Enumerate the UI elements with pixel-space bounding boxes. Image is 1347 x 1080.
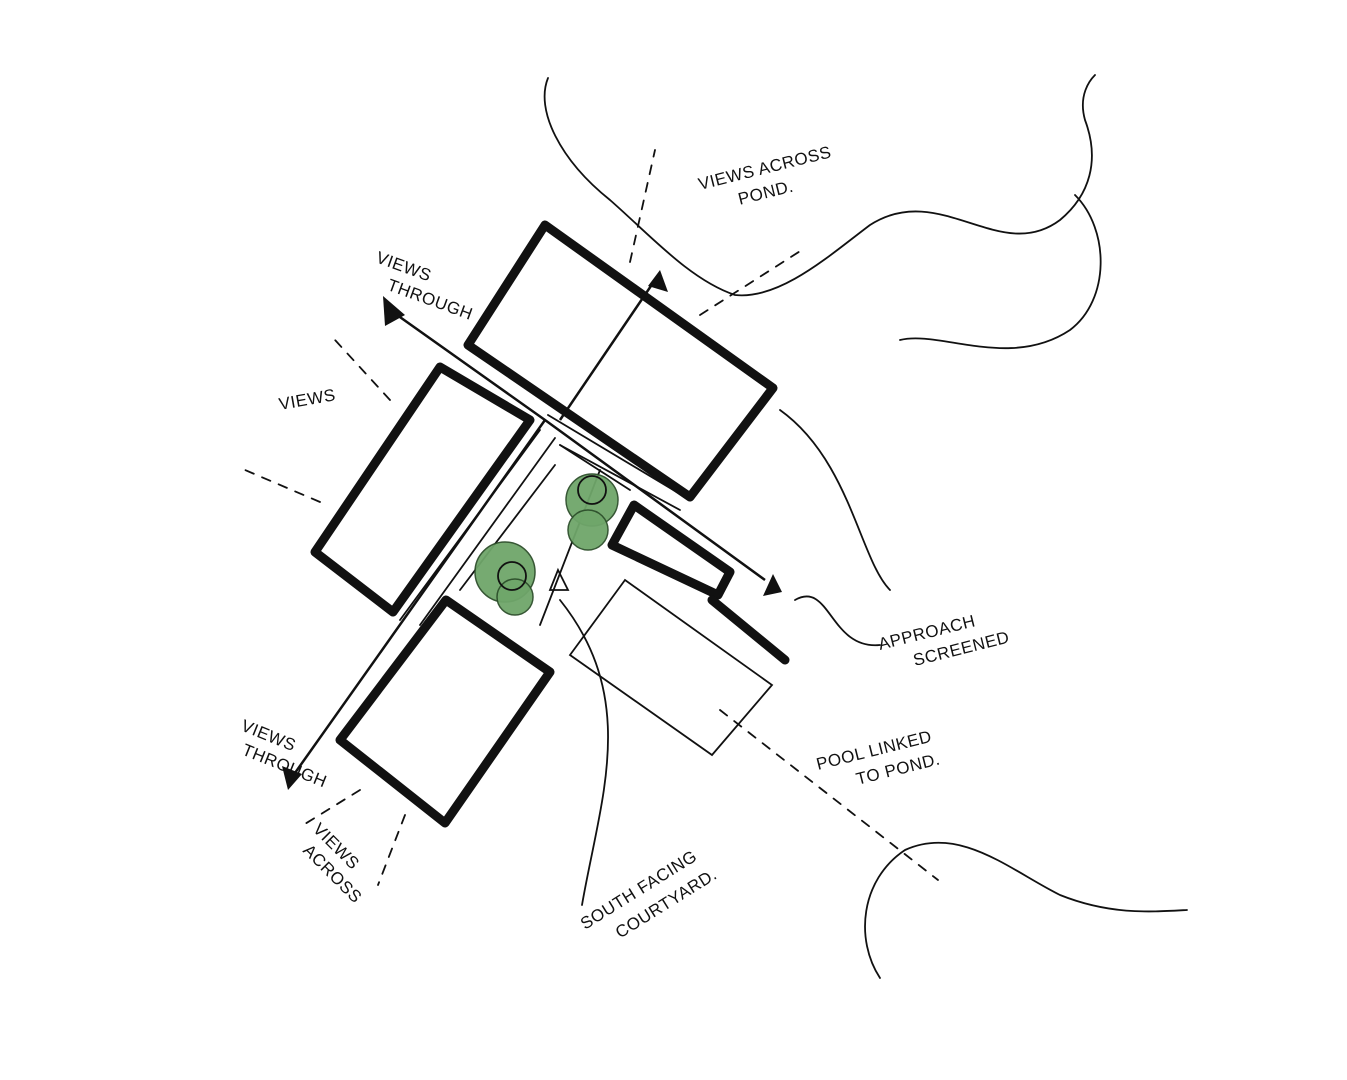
- approach-screen-wall: [707, 595, 790, 665]
- label-views-across-pond: Views Across Pond.: [696, 142, 833, 208]
- view-axis-north: [558, 279, 657, 421]
- leader-approach: [779, 409, 891, 646]
- building-south: [335, 595, 555, 828]
- building-west: [310, 362, 535, 617]
- leader-courtyard: [559, 599, 609, 906]
- label-views-across-bottom: Views Across: [299, 819, 365, 907]
- label-south-facing: South Facing Courtyard.: [577, 847, 720, 943]
- arrow-head-sw: [282, 766, 302, 790]
- arrow-head-n: [648, 270, 668, 292]
- dashed-view-sw-2: [377, 814, 406, 886]
- building-entry: [607, 500, 735, 600]
- dashed-view-west-1: [334, 339, 391, 401]
- view-axis-southwest: [288, 419, 547, 781]
- walkway: [399, 414, 691, 626]
- building-north: [463, 220, 778, 502]
- pool: [568, 578, 774, 757]
- dashed-view-pond-1: [629, 149, 656, 263]
- label-approach-screened: Approach Screened: [876, 611, 1011, 670]
- pond-edge-north: [543, 74, 1102, 350]
- dashed-view-pond-2: [699, 247, 806, 316]
- label-pool-linked: Pool Linked to Pond.: [814, 727, 942, 789]
- entry-arrow: [548, 567, 570, 591]
- arrow-head-nw: [383, 296, 405, 326]
- label-views-left: Views: [277, 385, 337, 414]
- trees: [474, 473, 619, 616]
- arrow-head-se: [763, 574, 782, 596]
- label-views-through-top: Views Through: [374, 248, 476, 324]
- pond-edge-south: [864, 841, 1188, 979]
- dashed-view-west-2: [244, 469, 321, 503]
- dashed-view-sw-1: [299, 789, 361, 828]
- label-views-through-bottom: Views Through: [239, 716, 330, 791]
